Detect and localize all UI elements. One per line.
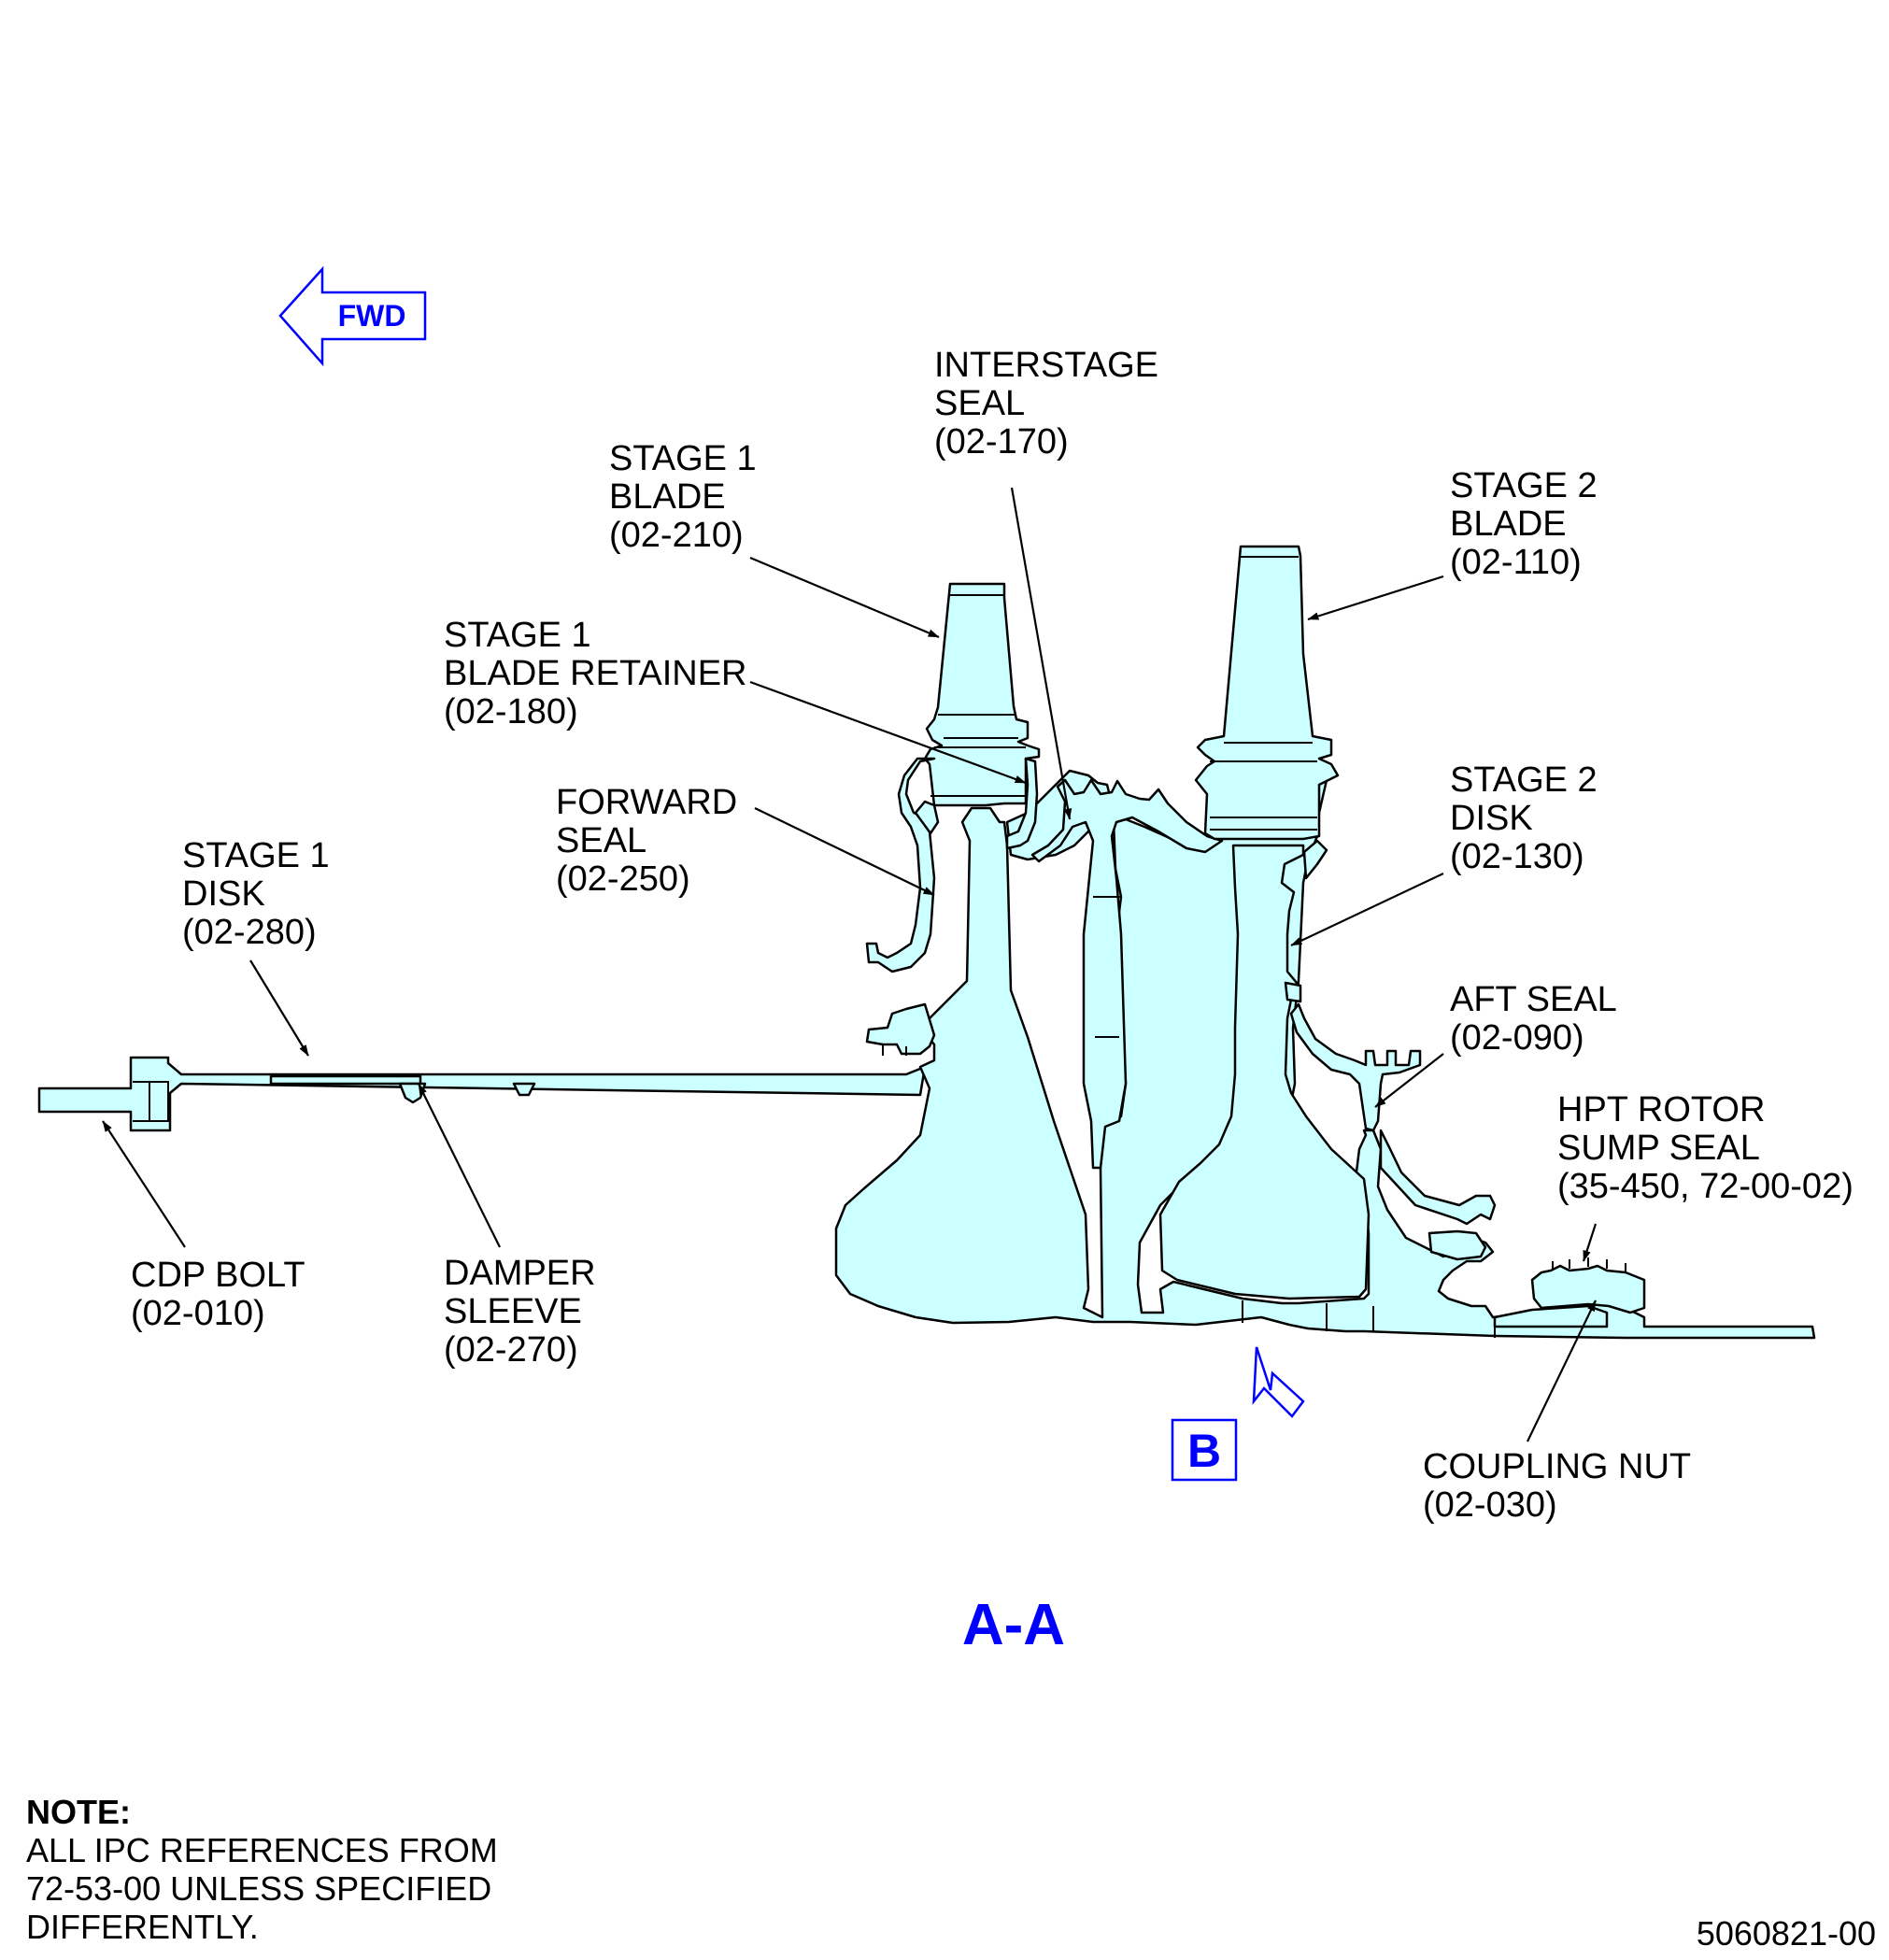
aft-seal-part — [1289, 1002, 1422, 1132]
note-line: ALL IPC REFERENCES FROM — [26, 1831, 498, 1869]
svg-text:SLEEVE: SLEEVE — [444, 1292, 582, 1331]
view-arrow-icon — [1252, 1346, 1305, 1418]
fwd-label: FWD — [338, 299, 406, 333]
svg-text:(02-110): (02-110) — [1450, 543, 1582, 582]
note-line: DIFFERENTLY. — [26, 1908, 259, 1946]
leader-lines — [102, 487, 1598, 1442]
note-heading: NOTE: — [26, 1793, 131, 1831]
note-line: 72-53-00 UNLESS SPECIFIED — [26, 1869, 491, 1908]
svg-text:(02-010): (02-010) — [131, 1294, 265, 1333]
svg-text:BLADE: BLADE — [609, 477, 726, 517]
callout-coupling-nut: COUPLING NUT (02-030) — [1423, 1447, 1691, 1525]
svg-text:DISK: DISK — [182, 874, 265, 914]
callout-stage2-disk: STAGE 2 DISK (02-130) — [1450, 760, 1598, 876]
callout-stage2-blade: STAGE 2 BLADE (02-110) — [1450, 466, 1598, 582]
detail-ref-label: B — [1187, 1425, 1221, 1477]
cdp-bolt-part — [37, 1056, 927, 1132]
svg-text:(02-210): (02-210) — [609, 516, 744, 555]
svg-text:SEAL: SEAL — [556, 821, 646, 860]
svg-text:SUMP SEAL: SUMP SEAL — [1557, 1129, 1760, 1168]
svg-text:(02-130): (02-130) — [1450, 837, 1584, 876]
fwd-arrow-icon: FWD — [278, 265, 427, 367]
stage2-disk-part — [1158, 844, 1371, 1300]
callout-stage1-blade-retainer: STAGE 1 BLADE RETAINER (02-180) — [444, 616, 746, 731]
callout-damper-sleeve: DAMPER SLEEVE (02-270) — [444, 1254, 596, 1370]
view-label: A-A — [962, 1593, 1065, 1657]
svg-text:CDP BOLT: CDP BOLT — [131, 1256, 305, 1295]
svg-text:(35-450, 72-00-02): (35-450, 72-00-02) — [1557, 1167, 1853, 1206]
svg-text:(02-280): (02-280) — [182, 913, 317, 952]
svg-text:(02-090): (02-090) — [1450, 1018, 1584, 1058]
svg-text:(02-270): (02-270) — [444, 1330, 578, 1370]
svg-text:(02-170): (02-170) — [934, 422, 1069, 462]
callout-stage1-blade: STAGE 1 BLADE (02-210) — [609, 439, 757, 555]
svg-text:DAMPER: DAMPER — [444, 1254, 596, 1293]
damper-sleeve-part — [269, 1074, 422, 1086]
rotor-section — [37, 545, 1816, 1340]
svg-text:(02-180): (02-180) — [444, 692, 578, 731]
stage2-blade-part — [1194, 545, 1340, 841]
svg-text:INTERSTAGE: INTERSTAGE — [934, 346, 1158, 385]
svg-text:(02-250): (02-250) — [556, 859, 690, 899]
svg-text:HPT ROTOR: HPT ROTOR — [1557, 1090, 1765, 1129]
svg-text:BLADE: BLADE — [1450, 504, 1567, 544]
svg-text:SEAL: SEAL — [934, 384, 1025, 423]
callout-interstage-seal: INTERSTAGE SEAL (02-170) — [934, 346, 1158, 462]
svg-text:STAGE 2: STAGE 2 — [1450, 760, 1598, 800]
forward-seal-part — [865, 757, 936, 973]
callout-hpt-rotor-sump-seal: HPT ROTOR SUMP SEAL (35-450, 72-00-02) — [1557, 1090, 1853, 1206]
callout-forward-seal: FORWARD SEAL (02-250) — [556, 783, 737, 899]
interstage-seal-part — [1030, 778, 1224, 1170]
svg-text:BLADE RETAINER: BLADE RETAINER — [444, 654, 746, 693]
figure-id: 5060821-00 — [1697, 1914, 1876, 1953]
svg-text:AFT SEAL: AFT SEAL — [1450, 980, 1617, 1019]
svg-text:STAGE 1: STAGE 1 — [182, 836, 330, 875]
svg-text:STAGE 1: STAGE 1 — [444, 616, 591, 655]
svg-text:FORWARD: FORWARD — [556, 783, 737, 822]
svg-text:STAGE 1: STAGE 1 — [609, 439, 757, 478]
callout-stage1-disk: STAGE 1 DISK (02-280) — [182, 836, 330, 952]
detail-b-indicator: B — [1171, 1346, 1305, 1482]
svg-text:(02-030): (02-030) — [1423, 1485, 1557, 1525]
svg-text:COUPLING NUT: COUPLING NUT — [1423, 1447, 1691, 1486]
stage1-blade-retainer-part — [1005, 757, 1039, 850]
coupling-nut-part — [1493, 1304, 1609, 1328]
note-block: NOTE: ALL IPC REFERENCES FROM 72-53-00 U… — [26, 1793, 498, 1946]
callout-cdp-bolt: CDP BOLT (02-010) — [131, 1256, 305, 1333]
stage1-blade-part — [923, 582, 1041, 807]
svg-text:DISK: DISK — [1450, 799, 1533, 838]
svg-text:STAGE 2: STAGE 2 — [1450, 466, 1598, 505]
callout-aft-seal: AFT SEAL (02-090) — [1450, 980, 1617, 1058]
